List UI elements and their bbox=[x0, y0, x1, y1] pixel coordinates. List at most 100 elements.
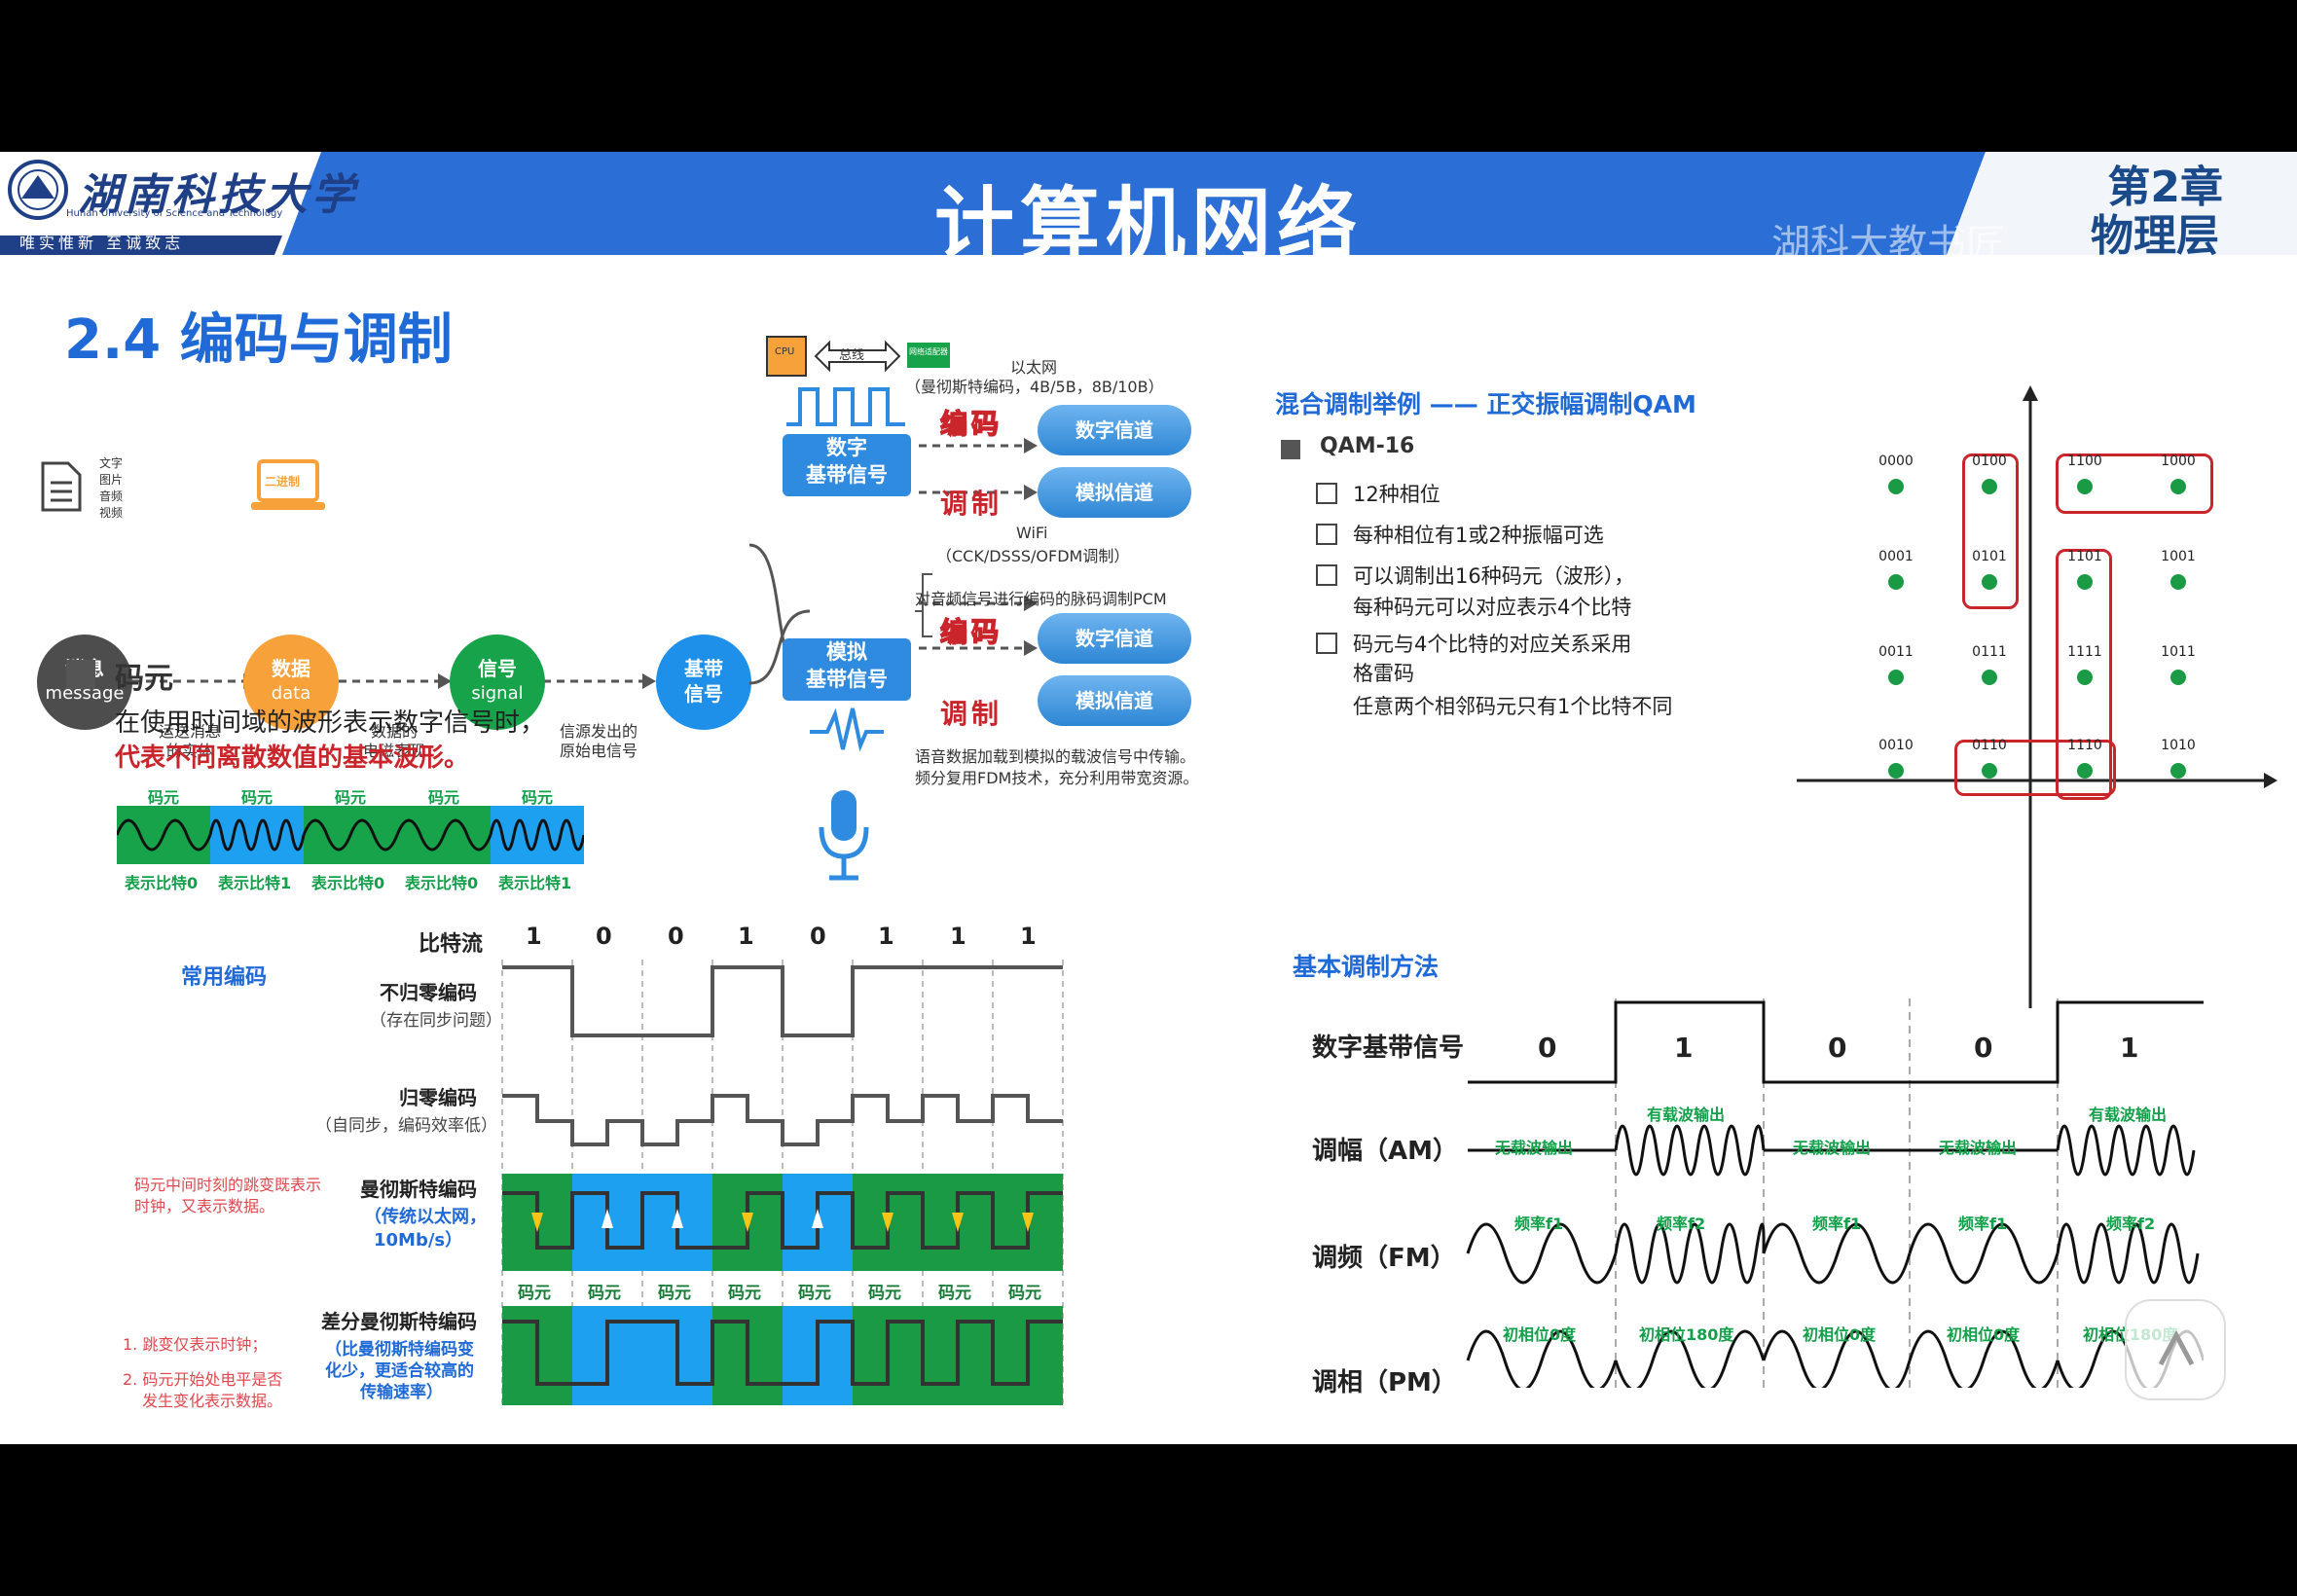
manchester-note-1: （传统以太网， bbox=[364, 1207, 487, 1227]
diff-manchester-waveform bbox=[502, 1306, 1063, 1405]
modulate-label-2: 调制 bbox=[940, 698, 1003, 730]
modulation-heading: 基本调制方法 bbox=[1293, 953, 1440, 981]
highlight-box bbox=[1954, 740, 2116, 796]
square-wave-icon bbox=[786, 387, 905, 426]
flow-label-data: 数据的电磁表现 bbox=[362, 722, 425, 760]
flow-label-message: 运送消息的实体 bbox=[158, 722, 221, 760]
qam-point-label: 1010 bbox=[2161, 738, 2196, 753]
analog-channel-1: 模拟信道 bbox=[1038, 467, 1191, 518]
coding-heading: 常用编码 bbox=[181, 965, 268, 990]
qam-point bbox=[2170, 479, 2186, 494]
symbol-bottom-label: 表示比特0 bbox=[125, 874, 199, 892]
nrz-note: （存在同步问题） bbox=[370, 1011, 502, 1031]
qam-heading: 混合调制举例 —— 正交振幅调制QAM bbox=[1275, 390, 1696, 418]
bit: 1 bbox=[738, 923, 754, 950]
pm-annotation: 初相位0度 bbox=[1947, 1325, 2021, 1344]
qam-item: 每种码元可以对应表示4个比特 bbox=[1353, 596, 1632, 619]
qam-point bbox=[1888, 479, 1904, 494]
nic-label: 网络适配器 bbox=[909, 347, 948, 356]
encode-label-2: 编码 bbox=[939, 615, 1003, 649]
am-annotation: 无载波输出 bbox=[1793, 1139, 1872, 1157]
nrz-label: 不归零编码 bbox=[380, 981, 477, 1004]
mod-bit: 0 bbox=[1828, 1032, 1847, 1064]
diff-note-3: 传输速率） bbox=[360, 1383, 443, 1402]
fm-annotation: 频率f1 bbox=[1812, 1215, 1862, 1233]
rz-label: 归零编码 bbox=[399, 1086, 477, 1109]
manchester-note-2: 10Mb/s） bbox=[374, 1230, 463, 1251]
mod-bit: 1 bbox=[2120, 1032, 2139, 1064]
diff-note-2: 化少，更适合较高的 bbox=[325, 1361, 474, 1381]
pm-annotation: 初相位180度 bbox=[1639, 1325, 1734, 1344]
qam-point-label: 1110 bbox=[2067, 738, 2102, 753]
manchester-red-1: 码元中间时刻的跳变既表示 bbox=[134, 1176, 322, 1194]
diff-red-1: 1. 跳变仅表示时钟； bbox=[123, 1335, 268, 1354]
qam-point bbox=[1982, 670, 1997, 685]
symbol-top-label: 码元 bbox=[428, 788, 460, 807]
qam-item: 任意两个相邻码元只有1个比特不同 bbox=[1353, 695, 1673, 718]
logo-name: 湖南科技大学 bbox=[78, 170, 358, 220]
encode-label-1: 编码 bbox=[939, 407, 1003, 441]
fm-annotation: 频率f1 bbox=[1958, 1215, 2008, 1233]
wifi-modulation: （CCK/DSSS/OFDM调制） bbox=[936, 547, 1130, 565]
bus-label: 总线 bbox=[839, 348, 865, 363]
fm-label: 调频（FM） bbox=[1312, 1244, 1456, 1273]
logo-english: Hunan University of Science and Technolo… bbox=[66, 208, 283, 219]
qam-point bbox=[1982, 763, 1997, 779]
symbol-heading: 码元 bbox=[115, 662, 173, 696]
qam-point bbox=[1888, 574, 1904, 590]
player-overlay-icon[interactable] bbox=[2122, 1296, 2229, 1403]
flow-label-signal: 信源发出的原始电信号 bbox=[559, 722, 638, 760]
checkbox-icon bbox=[1316, 483, 1337, 504]
chapter-name: 物理层 bbox=[2091, 211, 2219, 261]
qam-item: 12种相位 bbox=[1353, 483, 1440, 506]
diff-note-1: （比曼彻斯特编码变 bbox=[325, 1340, 474, 1360]
fm-annotation: 频率f1 bbox=[1514, 1215, 1564, 1233]
qam-point bbox=[2077, 763, 2093, 779]
qam-point bbox=[2170, 763, 2186, 779]
bit: 0 bbox=[810, 923, 826, 950]
manchester-waveform bbox=[502, 1174, 1063, 1271]
qam-point-label: 0110 bbox=[1972, 738, 2007, 753]
encode-modulate-arrows bbox=[919, 438, 1038, 656]
bit: 0 bbox=[668, 923, 684, 950]
qam-item: 每种相位有1或2种振幅可选 bbox=[1353, 524, 1604, 547]
analog-wave-icon bbox=[810, 707, 884, 752]
pm-annotation: 初相位0度 bbox=[1803, 1325, 1877, 1344]
qam-axes bbox=[1797, 385, 2278, 1008]
symbol-bottom-label: 表示比特0 bbox=[311, 874, 385, 892]
binary-tag: 二进制 bbox=[265, 475, 301, 489]
symbol-bottom-label: 表示比特1 bbox=[498, 874, 572, 892]
fm-annotation: 频率f2 bbox=[1657, 1215, 1706, 1233]
mod-bit: 0 bbox=[1538, 1032, 1557, 1064]
header-banner bbox=[0, 152, 2297, 255]
analog-channel-2: 模拟信道 bbox=[1038, 675, 1191, 726]
cpu-label: CPU bbox=[775, 346, 795, 357]
pm-annotation: 初相位0度 bbox=[1503, 1325, 1577, 1344]
am-annotation: 无载波输出 bbox=[1495, 1139, 1574, 1157]
bit: 1 bbox=[526, 923, 542, 950]
logo-motto: 唯实惟新 至诚致志 bbox=[19, 234, 185, 252]
qam-point-label: 1001 bbox=[2161, 549, 2196, 564]
digital-baseband-box: 数字基带信号 bbox=[783, 434, 911, 496]
qam-point bbox=[2170, 574, 2186, 590]
symbol-top-label: 码元 bbox=[148, 788, 180, 807]
pcm-note: 对音频信号进行编码的脉码调制PCM bbox=[915, 590, 1167, 608]
qam-point bbox=[2077, 574, 2093, 590]
mod-bit: 1 bbox=[1674, 1032, 1694, 1064]
checkbox-icon bbox=[1316, 633, 1337, 654]
bit: 1 bbox=[878, 923, 894, 950]
analog-baseband-box: 模拟基带信号 bbox=[783, 638, 911, 701]
bullet-square bbox=[66, 660, 95, 689]
qam-item: 可以调制出16种码元（波形）， bbox=[1353, 564, 1635, 588]
qam-point bbox=[2077, 479, 2093, 494]
ethernet-codes: （曼彻斯特编码，4B/5B，8B/10B） bbox=[905, 378, 1164, 396]
pm-label: 调相（PM） bbox=[1312, 1368, 1457, 1397]
bit: 1 bbox=[1020, 923, 1037, 950]
wifi-label: WiFi bbox=[1016, 524, 1048, 542]
bit: 0 bbox=[596, 923, 612, 950]
qam-point-label: 1101 bbox=[2067, 549, 2102, 564]
modulation-diagram bbox=[1466, 998, 2204, 1388]
ethernet-label: 以太网 bbox=[1010, 358, 1058, 377]
qam-point-label: 0001 bbox=[1878, 549, 1914, 564]
